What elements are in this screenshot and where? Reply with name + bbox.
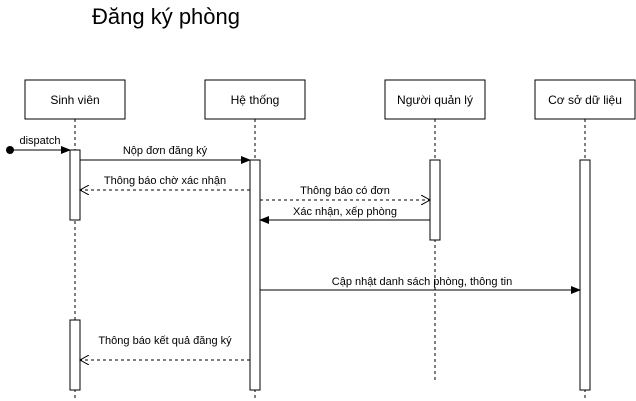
participant-label: Hệ thống <box>231 93 280 107</box>
message-label: dispatch <box>20 135 61 147</box>
participant-label: Sinh viên <box>50 93 99 107</box>
participant-label: Người quản lý <box>397 93 473 107</box>
message-dispatch: dispatch <box>6 135 71 154</box>
activation-sinh-vien-1 <box>69 149 81 221</box>
participant-co-so-du-lieu: Cơ sở dữ liệu <box>534 79 636 120</box>
participant-nguoi-quan-ly: Người quản lý <box>384 79 486 120</box>
message-label: Xác nhận, xếp phòng <box>293 206 397 218</box>
activation-he-thong <box>249 159 261 391</box>
message-label: Nộp đơn đăng ký <box>123 145 208 157</box>
message-label: Cập nhật danh sách phòng, thông tin <box>332 276 512 288</box>
activation-nguoi-quan-ly <box>429 159 441 241</box>
message-label: Thông báo kết quả đăng ký <box>98 335 232 347</box>
message-pending-notice: Thông báo chờ xác nhận <box>80 175 250 190</box>
message-result-notice: Thông báo kết quả đăng ký <box>80 335 250 360</box>
message-update-room-list: Cập nhật danh sách phòng, thông tin <box>260 276 581 294</box>
activation-sinh-vien-2 <box>69 319 81 391</box>
participant-label: Cơ sở dữ liệu <box>548 93 622 107</box>
participant-he-thong: Hệ thống <box>204 79 306 120</box>
message-label: Thông báo chờ xác nhận <box>104 175 226 187</box>
participant-sinh-vien: Sinh viên <box>24 79 126 120</box>
message-label: Thông báo có đơn <box>300 185 390 197</box>
activation-co-so-du-lieu <box>579 159 591 391</box>
message-submit-application: Nộp đơn đăng ký <box>80 145 251 164</box>
message-confirm-assign-room: Xác nhận, xếp phòng <box>259 206 430 224</box>
message-new-application-notice: Thông báo có đơn <box>260 185 430 200</box>
diagram-title: Đăng ký phòng <box>92 4 240 29</box>
